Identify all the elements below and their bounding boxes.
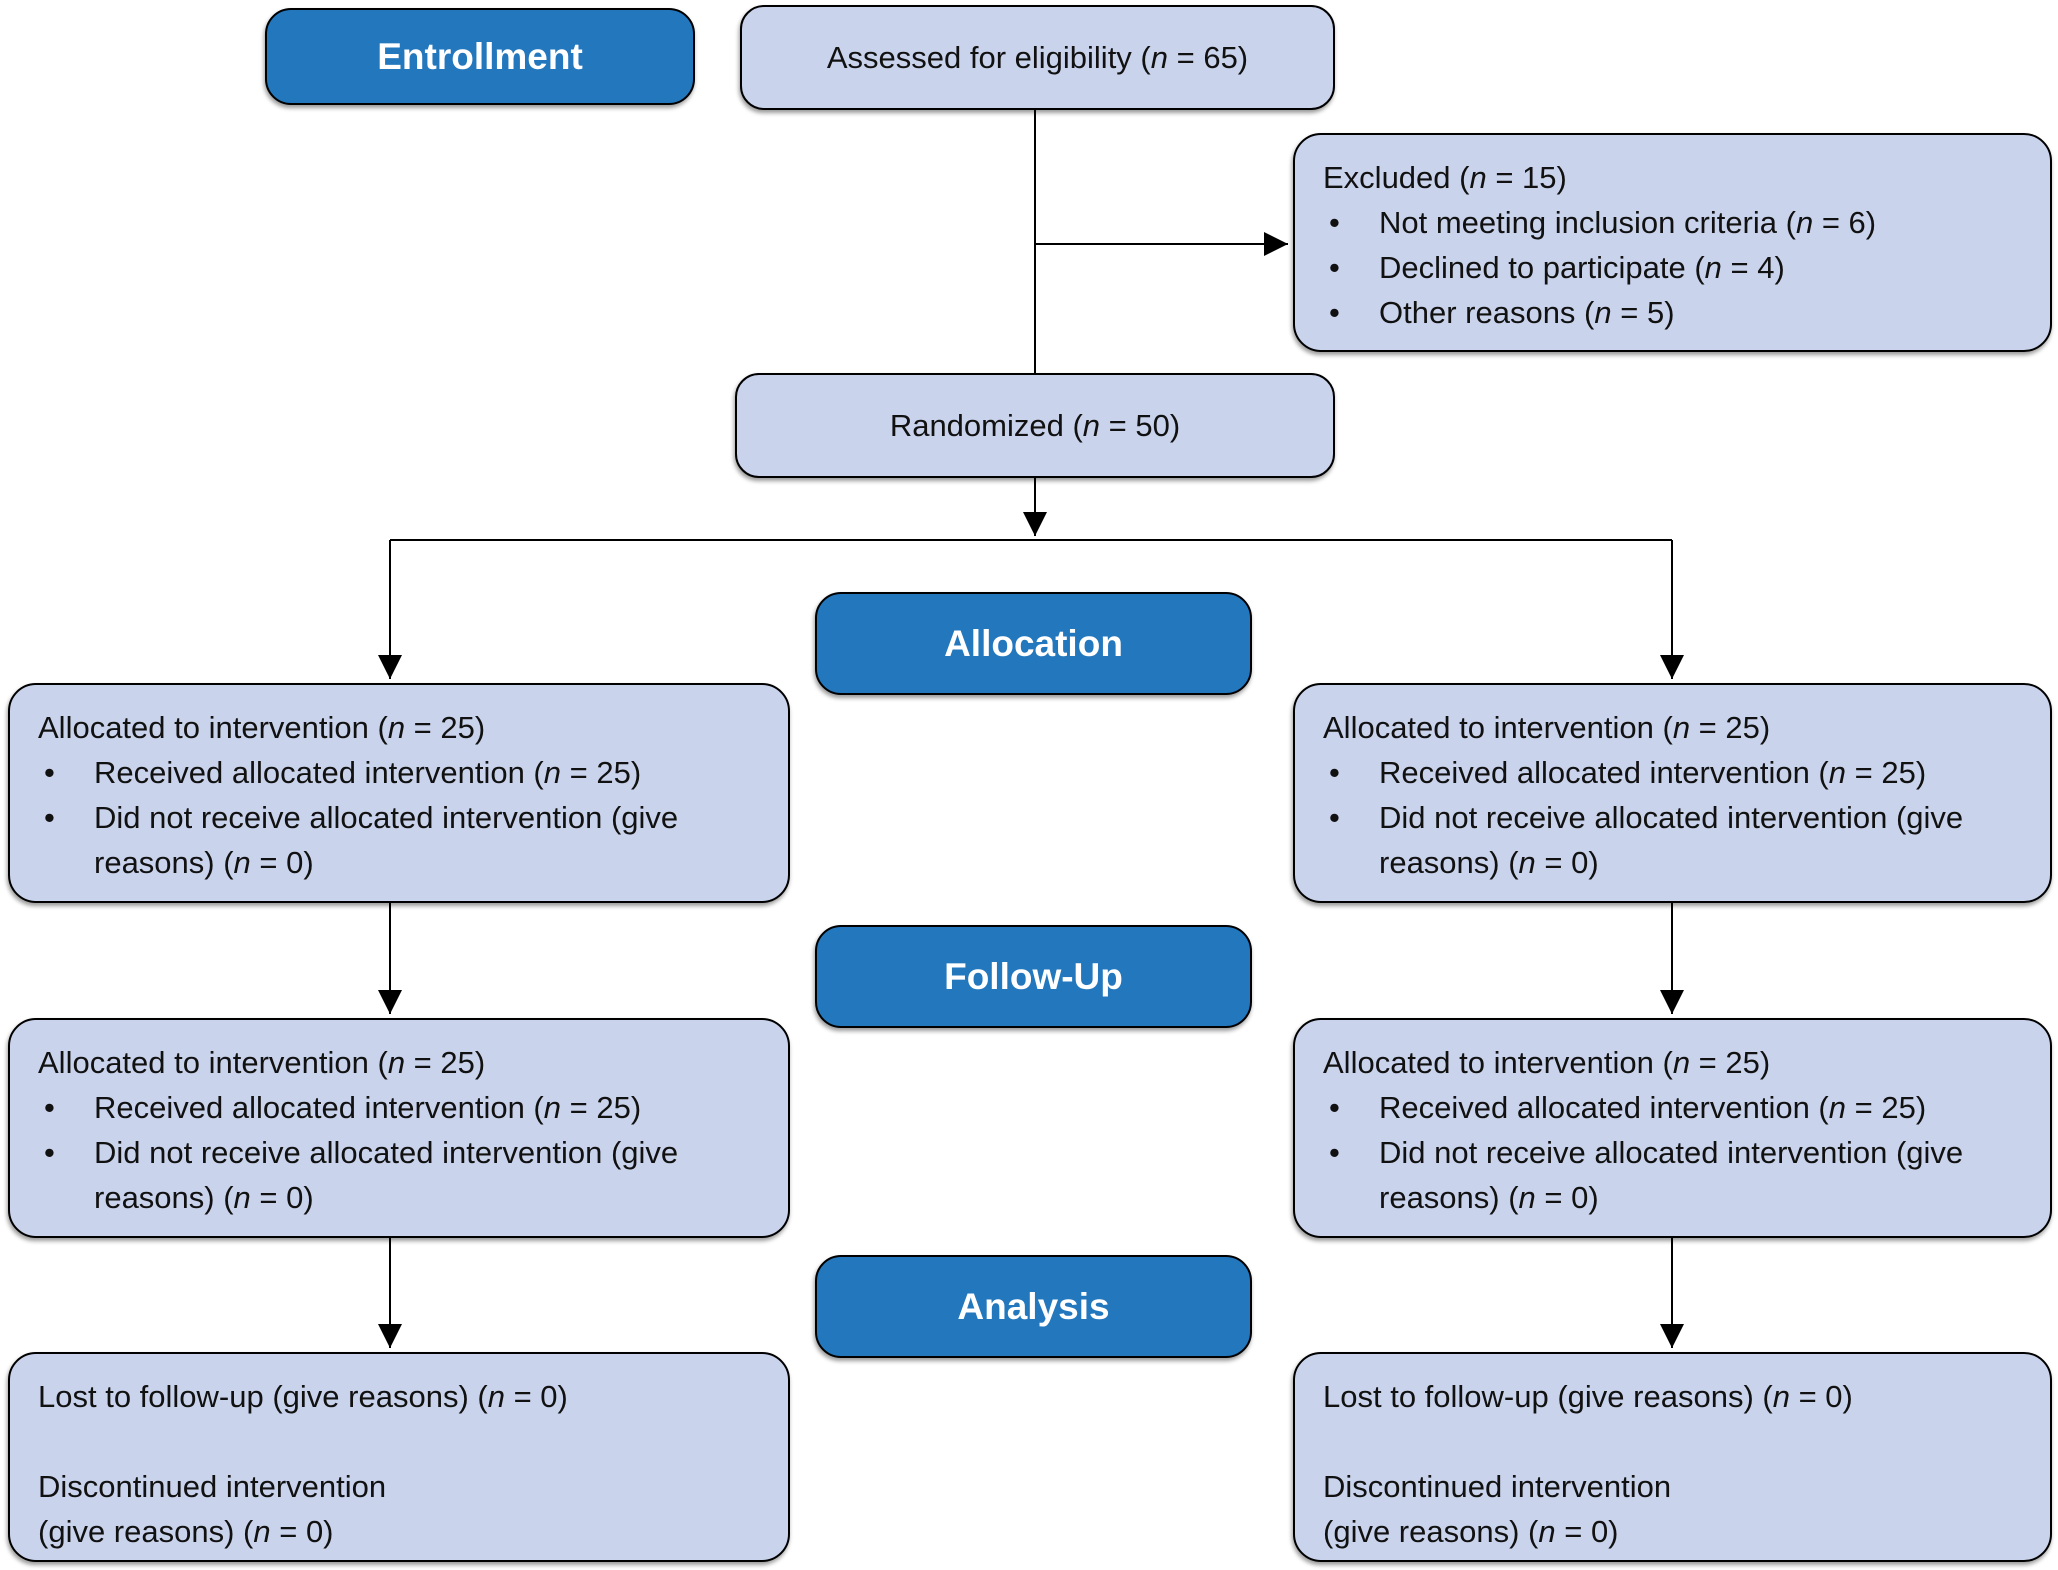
allocation-left-item: • Received allocated intervention (n = 2… [38,750,770,795]
allocation-right-title: Allocated to intervention (n = 25) [1323,710,1771,745]
analysis-right-discontinued: Discontinued intervention [1323,1469,1672,1504]
followup-box-right: Allocated to intervention (n = 25) • Rec… [1293,1018,2052,1238]
stage-header-enrollment: Entrollment [265,8,695,105]
bullet-icon: • [44,1135,55,1170]
followup-left-item: • Received allocated intervention (n = 2… [38,1085,770,1130]
excluded-title: Excluded (n = 15) [1323,160,1567,195]
allocation-box-right: Allocated to intervention (n = 25) • Rec… [1293,683,2052,903]
allocation-left-title: Allocated to intervention (n = 25) [38,710,486,745]
analysis-right-discontinued-reasons: (give reasons) (n = 0) [1323,1514,1619,1549]
followup-box-left: Allocated to intervention (n = 25) • Rec… [8,1018,790,1238]
analysis-left-lost: Lost to follow-up (give reasons) (n = 0) [38,1379,568,1414]
excluded-item: • Declined to participate (n = 4) [1323,245,2032,290]
assessed-box: Assessed for eligibility (n = 65) [740,5,1335,110]
analysis-box-left: Lost to follow-up (give reasons) (n = 0)… [8,1352,790,1562]
stage-header-followup: Follow-Up [815,925,1252,1028]
excluded-box: Excluded (n = 15) • Not meeting inclusio… [1293,133,2052,352]
bullet-icon: • [1329,295,1340,330]
analysis-left-discontinued-reasons: (give reasons) (n = 0) [38,1514,334,1549]
assessed-text: Assessed for eligibility (n = 65) [826,40,1249,75]
bullet-icon: • [1329,1090,1340,1125]
bullet-icon: • [1329,755,1340,790]
bullet-icon: • [1329,1135,1340,1170]
bullet-icon: • [44,800,55,835]
excluded-item: • Not meeting inclusion criteria (n = 6) [1323,200,2032,245]
followup-right-item: • Did not receive allocated intervention… [1323,1130,2032,1220]
bullet-icon: • [1329,205,1340,240]
analysis-right-lost: Lost to follow-up (give reasons) (n = 0) [1323,1379,1853,1414]
bullet-icon: • [1329,250,1340,285]
stage-header-analysis: Analysis [815,1255,1252,1358]
randomized-text: Randomized (n = 50) [889,408,1181,443]
stage-header-allocation: Allocation [815,592,1252,695]
followup-left-item: • Did not receive allocated intervention… [38,1130,770,1220]
bullet-icon: • [44,755,55,790]
analysis-left-discontinued: Discontinued intervention [38,1469,387,1504]
bullet-icon: • [44,1090,55,1125]
allocation-right-item: • Did not receive allocated intervention… [1323,795,2032,885]
allocation-box-left: Allocated to intervention (n = 25) • Rec… [8,683,790,903]
randomized-box: Randomized (n = 50) [735,373,1335,478]
excluded-item: • Other reasons (n = 5) [1323,290,2032,335]
analysis-box-right: Lost to follow-up (give reasons) (n = 0)… [1293,1352,2052,1562]
followup-right-title: Allocated to intervention (n = 25) [1323,1045,1771,1080]
bullet-icon: • [1329,800,1340,835]
allocation-right-item: • Received allocated intervention (n = 2… [1323,750,2032,795]
followup-right-item: • Received allocated intervention (n = 2… [1323,1085,2032,1130]
allocation-left-item: • Did not receive allocated intervention… [38,795,770,885]
followup-left-title: Allocated to intervention (n = 25) [38,1045,486,1080]
